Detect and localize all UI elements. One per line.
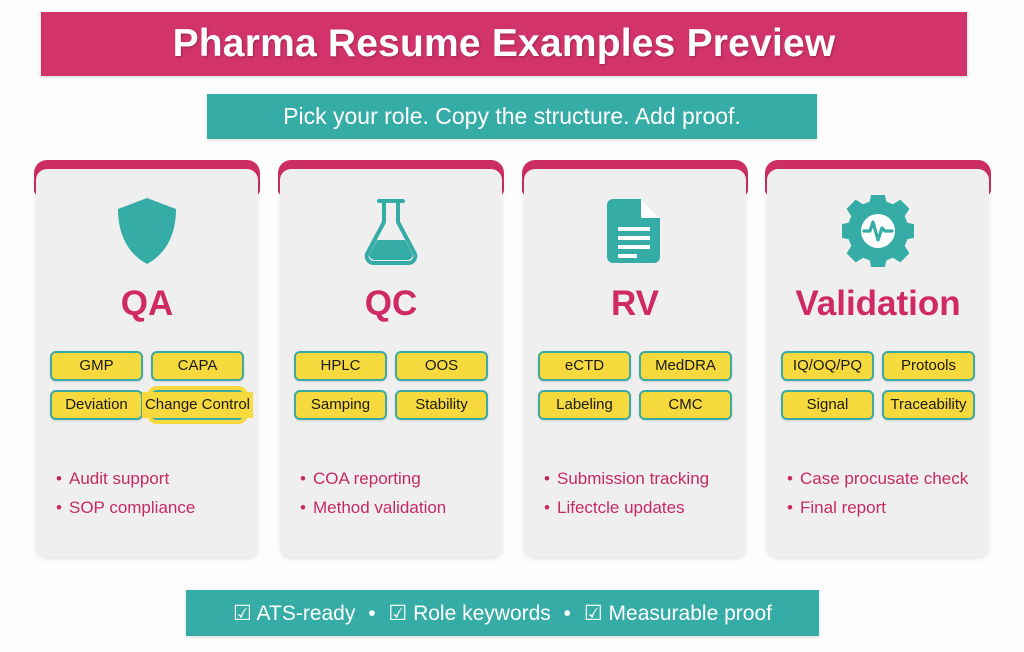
keyword-chip[interactable]: CMC [639,390,732,420]
footer-separator: • [563,601,572,625]
list-item: •Audit support [56,464,258,493]
card-bullet-list: •COA reporting •Method validation [300,464,502,522]
list-item: •COA reporting [300,464,502,493]
bullet-dot: • [787,469,793,488]
checkbox-icon: ☑ [583,601,603,625]
role-card-validation[interactable]: Validation IQ/OQ/PQ Protools Signal Trac… [765,160,991,560]
list-item: •Case procusate check [787,464,989,493]
keyword-chip[interactable]: Deviation [50,390,143,420]
keyword-chip[interactable]: Traceability [882,390,975,420]
keyword-chip[interactable]: MedDRA [639,351,732,381]
card-heading: QC [364,284,418,323]
keyword-chip[interactable]: HPLC [294,351,387,381]
keyword-chip[interactable]: Stability [395,390,488,420]
keyword-chip[interactable]: eCTD [538,351,631,381]
card-body: Validation IQ/OQ/PQ Protools Signal Trac… [767,169,989,557]
list-item: •Final report [787,493,989,522]
shield-icon [36,193,258,269]
card-body: QA GMP CAPA Deviation Change Control •Au… [36,169,258,557]
keyword-chip[interactable]: GMP [50,351,143,381]
card-body: QC HPLC OOS Samping Stability •COA repor… [280,169,502,557]
checkbox-icon: ☑ [233,601,252,625]
bullet-dot: • [56,469,62,488]
bullet-dot: • [544,498,550,517]
keyword-chip[interactable]: Signal [781,390,874,420]
footer-bar: ☑ ATS-ready • ☑ Role keywords • ☑ Measur… [186,590,819,636]
card-heading: Validation [795,284,961,323]
keyword-chip[interactable]: Protools [882,351,975,381]
keyword-chip[interactable]: OOS [395,351,488,381]
subtitle-text: Pick your role. Copy the structure. Add … [283,103,741,129]
keyword-chip[interactable]: Labeling [538,390,631,420]
role-card-rv[interactable]: RV eCTD MedDRA Labeling CMC •Submission … [522,160,748,560]
role-card-qa[interactable]: QA GMP CAPA Deviation Change Control •Au… [34,160,260,560]
title-banner: Pharma Resume Examples Preview [41,12,967,76]
bullet-dot: • [544,469,550,488]
document-icon [524,193,746,269]
role-card-qc[interactable]: QC HPLC OOS Samping Stability •COA repor… [278,160,504,560]
card-heading: RV [611,284,659,323]
subtitle-bar: Pick your role. Copy the structure. Add … [207,94,817,139]
keyword-chip-group: HPLC OOS Samping Stability [294,351,488,420]
keyword-chip[interactable]: IQ/OQ/PQ [781,351,874,381]
keyword-chip[interactable]: Samping [294,390,387,420]
keyword-chip[interactable]: CAPA [151,351,244,381]
keyword-chip-group: GMP CAPA Deviation Change Control [50,351,254,420]
keyword-chip[interactable]: Change Control [141,390,254,420]
role-cards-row: QA GMP CAPA Deviation Change Control •Au… [34,160,991,560]
footer-separator: • [368,601,376,625]
bullet-dot: • [300,469,306,488]
keyword-chip-group: IQ/OQ/PQ Protools Signal Traceability [781,351,975,420]
card-bullet-list: •Submission tracking •Lifectcle updates [544,464,746,522]
list-item: •Submission tracking [544,464,746,493]
bullet-dot: • [787,498,793,517]
checkbox-icon: ☑ [388,601,408,625]
gear-pulse-icon [767,193,989,269]
card-heading: QA [120,284,174,323]
page-title: Pharma Resume Examples Preview [172,22,836,65]
card-bullet-list: •Case procusate check •Final report [787,464,989,522]
bullet-dot: • [56,498,62,517]
list-item: •SOP compliance [56,493,258,522]
footer-text: ☑ ATS-ready • ☑ Role keywords • ☑ Measur… [233,601,772,626]
footer-item-label: ATS-ready [256,601,356,625]
keyword-chip-group: eCTD MedDRA Labeling CMC [538,351,732,420]
bullet-dot: • [300,498,306,517]
flask-icon [280,193,502,269]
list-item: •Method validation [300,493,502,522]
footer-item-label: Role keywords [413,601,551,625]
card-body: RV eCTD MedDRA Labeling CMC •Submission … [524,169,746,557]
list-item: •Lifectcle updates [544,493,746,522]
card-bullet-list: •Audit support •SOP compliance [56,464,258,522]
footer-item-label: Measurable proof [608,601,772,625]
